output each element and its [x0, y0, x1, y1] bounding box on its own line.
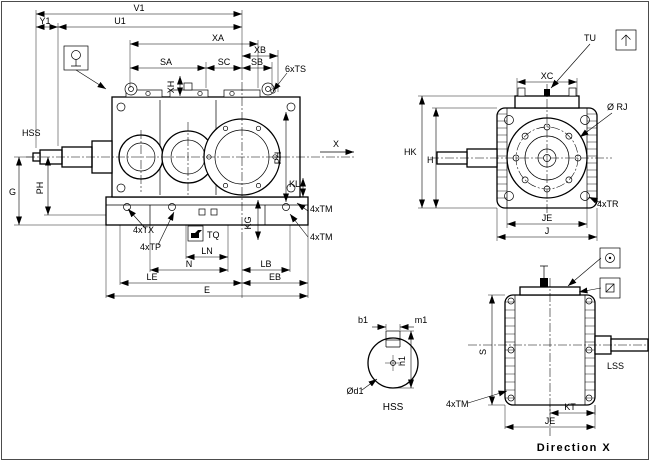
main-labels: V1 Y1 U1 XA XB SA SC SB XH 6xTS HSS G PH…	[9, 3, 339, 295]
dim-xa: XA	[212, 33, 224, 43]
end-corner-bolts	[504, 115, 590, 201]
dim-n: N	[186, 259, 193, 269]
foot-holes	[123, 203, 290, 211]
label-lss: LSS	[607, 361, 624, 371]
end-centerlines	[430, 84, 612, 216]
main-view: V1 Y1 U1 XA XB SA SC SB XH 6xTS HSS G PH…	[9, 3, 356, 299]
end-dimensions	[418, 43, 613, 241]
key-section	[385, 330, 401, 341]
sight-glass-icon	[605, 253, 615, 263]
dim-ph-left: PH	[35, 182, 45, 195]
detail-dimensions	[361, 324, 414, 391]
dim-sc: SC	[218, 57, 231, 67]
dim-m1: m1	[415, 315, 428, 325]
output-view: LSS 4xTM KT JE S Direction X	[446, 247, 649, 454]
top-bolts-ts	[145, 88, 276, 97]
dim-sa: SA	[160, 57, 172, 67]
main-dimensions	[14, 10, 354, 299]
dim-h: H	[427, 155, 434, 165]
dim-kl: KL	[289, 179, 300, 189]
label-6xts: 6xTS	[285, 64, 306, 74]
dim-y1: Y1	[39, 16, 50, 26]
dim-ph-right: PH	[273, 152, 283, 165]
output-icon-boxes	[599, 247, 621, 299]
label-hss-detail: HSS	[383, 402, 404, 413]
dim-b1: b1	[358, 315, 368, 325]
shaft-detail: b1 m1 h1 Ød1 HSS	[346, 315, 427, 413]
dim-eb: EB	[269, 272, 281, 282]
main-icon-lifting	[63, 45, 107, 90]
view-direction-x-label: X	[333, 139, 339, 149]
oil-can-icon	[191, 230, 202, 238]
direction-x-title: Direction X	[537, 442, 612, 454]
lifting-eye-left	[124, 82, 138, 96]
label-4xtx: 4xTX	[133, 225, 154, 235]
dim-xc: XC	[541, 71, 554, 81]
dim-sb: SB	[251, 57, 263, 67]
dim-je-output: JE	[545, 416, 556, 426]
output-labels: LSS 4xTM KT JE S Direction X	[446, 349, 624, 454]
drain-plug-icon	[605, 283, 615, 293]
dim-u1: U1	[114, 16, 126, 26]
dim-hk: HK	[404, 147, 417, 157]
dim-je-end: JE	[542, 213, 553, 223]
dim-s: S	[478, 349, 488, 355]
dim-xh: XH	[166, 81, 176, 94]
corner-bolts	[116, 102, 296, 193]
main-centerlines	[26, 82, 356, 240]
dim-kt: KT	[564, 402, 576, 412]
end-view: TU XC Ø RJ HK H JE J 4xTR	[404, 29, 637, 241]
label-rj: Ø RJ	[607, 102, 628, 112]
eye-bolt-icon	[71, 50, 81, 67]
dim-j: J	[545, 226, 550, 236]
label-4xtm-output: 4xTM	[446, 399, 469, 409]
label-4xtr: 4xTR	[597, 199, 619, 209]
end-labels: TU XC Ø RJ HK H JE J 4xTR	[404, 33, 628, 236]
dim-kg: KG	[243, 216, 253, 229]
dim-d1: Ød1	[346, 386, 363, 396]
label-tu: TU	[584, 33, 596, 43]
label-4xtp: 4xTP	[140, 242, 161, 252]
output-dimensions	[467, 257, 602, 430]
plug-mark-2	[210, 208, 218, 216]
tq-symbol	[187, 225, 204, 242]
eye-bolt-icon	[621, 34, 631, 46]
plug-mark-1	[198, 208, 206, 216]
dim-v1: V1	[133, 3, 144, 13]
label-4xtm-bottom: 4xTM	[310, 232, 333, 242]
dim-h1: h1	[397, 356, 407, 366]
output-bolts	[507, 297, 593, 402]
keyway	[385, 339, 401, 348]
label-hss: HSS	[22, 128, 41, 138]
dim-g: G	[9, 187, 16, 197]
dim-le: LE	[146, 272, 157, 282]
dim-e: E	[204, 285, 210, 295]
dim-xb: XB	[254, 45, 266, 55]
dim-ln: LN	[201, 246, 213, 256]
detail-labels: b1 m1 h1 Ød1 HSS	[346, 315, 427, 413]
dim-lb: LB	[260, 259, 271, 269]
end-icon-box	[615, 29, 637, 51]
top-stud	[183, 82, 193, 91]
breather-plug	[540, 278, 548, 287]
cover-bolt-holes	[206, 125, 278, 189]
label-tq: TQ	[207, 230, 220, 240]
label-4xtm-top: 4xTM	[310, 204, 333, 214]
